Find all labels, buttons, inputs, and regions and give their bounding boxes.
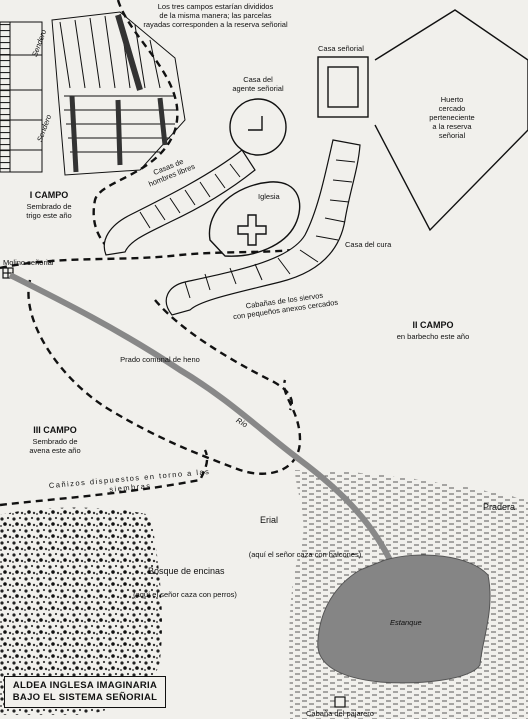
house-rows [103, 139, 361, 316]
field-2-desc: en barbecho este año [396, 332, 470, 341]
birdkeeper-cabin-label: Cabaña del pajarero [306, 709, 374, 718]
field-1-desc: Sembrado de trigo este año [26, 202, 72, 220]
field-strips [0, 11, 186, 176]
field-3-name: III CAMPO [33, 425, 77, 435]
church-label: Iglesia [258, 192, 280, 201]
top-note: Los tres campos estarían divididos de la… [143, 2, 288, 29]
map-title-line-1: ALDEA INGLESA IMAGINARIA [12, 680, 158, 691]
forest-area [0, 507, 162, 715]
grassland-label: Pradera [483, 502, 516, 512]
map-title-line-2: BAJO EL SISTEMA SEÑORIAL [12, 692, 158, 703]
house-dividers [139, 159, 356, 299]
field-1-name: I CAMPO [29, 190, 69, 200]
common-meadow-label: Prado comunal de heno [120, 355, 200, 364]
field-2-name: II CAMPO [412, 320, 454, 330]
manor-house-label: Casa señorial [318, 44, 364, 53]
field-boundaries [0, 0, 331, 507]
pond [317, 554, 491, 684]
falcon-hunting-label: (aquí el señor caza con halcones) [248, 550, 362, 559]
agent-house-shape [229, 98, 287, 156]
wasteland-label: Erial [260, 515, 279, 525]
mill-label: Molino señorial [3, 258, 54, 267]
river [8, 272, 393, 562]
birdkeeper-cabin-icon [334, 696, 346, 708]
map-title-box: ALDEA INGLESA IMAGINARIA BAJO EL SISTEMA… [4, 676, 166, 708]
pond-label: Estanque [390, 618, 422, 627]
dog-hunting-label: (aquí el señor caza con perros) [133, 590, 237, 599]
agent-house-label: Casa del agente señorial [232, 75, 284, 93]
priest-house-label: Casa del cura [345, 240, 392, 249]
church-shape [208, 181, 301, 257]
field-3-desc: Sembrado de avena este año [29, 437, 81, 455]
manor-house-shape [317, 9, 528, 232]
oak-forest-label: Bosque de encinas [148, 566, 225, 576]
orchard-label: Huerto cercado perteneciente a la reserv… [429, 95, 475, 140]
